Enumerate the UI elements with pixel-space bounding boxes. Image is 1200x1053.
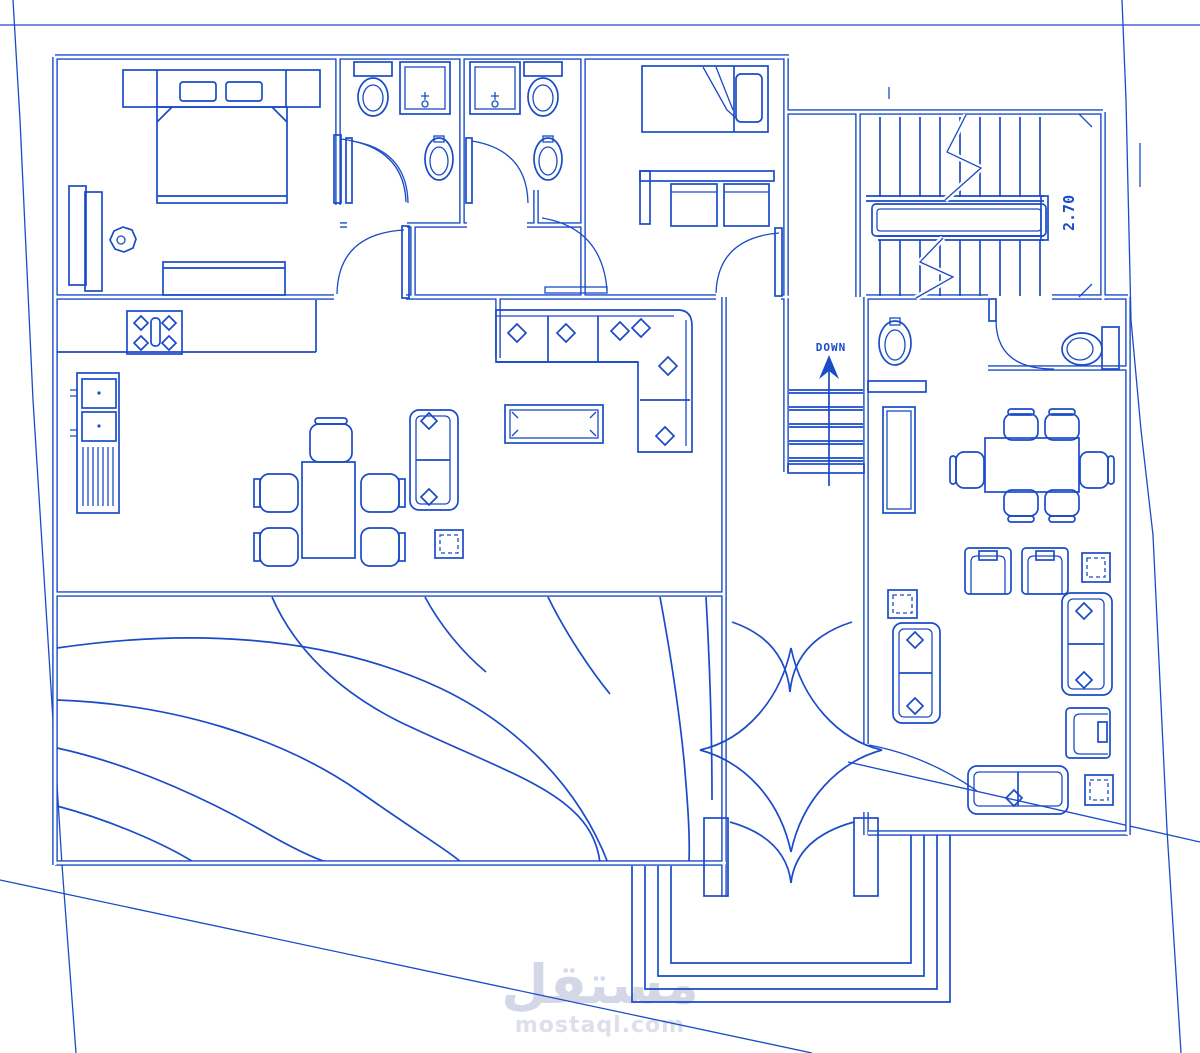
terrace-garden-contours: [56, 596, 713, 864]
dresser: [162, 261, 286, 296]
loveseat-sofa: [409, 409, 459, 511]
entrance-tree: [699, 647, 883, 853]
watermark-latin-text: mostaql.com: [515, 1013, 685, 1038]
dining-chair: [1079, 451, 1115, 489]
door-bedroom-2: [715, 227, 783, 297]
watermark: مستقل mostaql.com: [501, 953, 699, 1038]
entrance-post-right: [853, 817, 879, 897]
washbasin-icon: [533, 135, 563, 181]
sofa-two-seat: [892, 622, 941, 724]
boundary-right-line: [1121, 0, 1182, 1053]
dining-chair: [1003, 489, 1039, 523]
staircase-main: 2.70: [866, 113, 1093, 301]
entrance: [631, 621, 951, 1003]
stair-stringer-inner: [876, 208, 1042, 232]
walls-inner: [53, 55, 1130, 897]
dining-chair: [1044, 489, 1080, 523]
porch-steps: [631, 835, 951, 1003]
stair-break-lower: [915, 237, 955, 299]
stair-stringer-outer: [871, 203, 1047, 237]
stair-newel: [1040, 195, 1049, 241]
stove-icon: [126, 310, 183, 355]
down-stair-treads: [789, 389, 863, 462]
boundary-diagonal-southeast: [847, 761, 1200, 843]
door-bathroom-2: [465, 137, 529, 204]
wardrobe: [68, 185, 103, 292]
coffee-table: [504, 404, 604, 444]
stairs-down-hall: DOWN: [787, 341, 865, 486]
bedroom-1: [68, 69, 321, 296]
down-stair-landing: [787, 463, 865, 474]
dining-room: [949, 408, 1115, 523]
desk: [639, 170, 775, 227]
sofa-two-seat: [1061, 592, 1113, 696]
dining-chair: [1044, 408, 1080, 441]
entrance-double-door-upper: [731, 621, 853, 693]
kitchen: [57, 300, 406, 567]
living-room: [409, 309, 693, 559]
armchair: [1021, 547, 1069, 595]
stair-height-label: 2.70: [1060, 195, 1078, 231]
boundary-diagonal-southwest: [0, 879, 813, 1053]
stair-treads-lower: [879, 240, 1041, 296]
counter-edge: [57, 300, 317, 353]
corridor-doors: [333, 134, 608, 299]
washbasin-icon: [878, 317, 912, 366]
shower-tray-icon: [469, 61, 521, 115]
stair-rails: [866, 195, 1044, 241]
door-bathroom-1: [345, 137, 409, 204]
kitchen-chair: [253, 473, 299, 513]
side-table: [887, 589, 918, 619]
bathroom-2: [465, 61, 563, 204]
single-bed: [641, 65, 769, 133]
entrance-double-door-lower: [729, 821, 855, 884]
dining-chair: [1003, 408, 1039, 441]
kitchen-chair: [253, 527, 299, 567]
kitchen-table: [301, 461, 356, 559]
shower-tray-icon: [399, 61, 451, 115]
boundary-left-line: [12, 0, 77, 1053]
door-bedroom-1-hall: [333, 134, 407, 204]
sink-unit-icon: [70, 372, 120, 514]
kitchen-chair: [360, 473, 406, 513]
dining-chair: [949, 451, 985, 489]
direction-arrow-head: [819, 355, 839, 379]
double-bed: [122, 69, 321, 204]
stair-break-mask-upper: [942, 113, 987, 203]
side-table: [1081, 552, 1111, 583]
door-wc: [988, 298, 1055, 370]
bathroom-1: [345, 61, 454, 204]
hall-cabinet: [882, 406, 916, 514]
toilet-icon: [523, 61, 563, 117]
plant-pot: [109, 226, 137, 253]
door-living-room: [541, 217, 608, 294]
washbasin-icon: [424, 135, 454, 181]
door-sitting-room-arc: [868, 744, 978, 792]
stair-break-upper: [944, 114, 983, 201]
side-table: [1084, 774, 1114, 806]
stair-corner-ticks: [1078, 113, 1093, 298]
hall-ledge: [867, 380, 927, 393]
side-table: [434, 529, 464, 559]
bedroom-2: [639, 65, 783, 297]
door-kitchen: [336, 225, 410, 299]
dining-table: [984, 437, 1080, 493]
building-walls: [52, 54, 1131, 897]
toilet-icon: [1061, 326, 1120, 370]
corner-sofa: [495, 309, 693, 453]
kitchen-chair: [309, 417, 353, 463]
toilet-icon: [353, 61, 393, 117]
down-label: DOWN: [816, 341, 847, 354]
entrance-post-left: [703, 817, 729, 897]
wc-room: [867, 298, 1120, 514]
sofa-horizontal: [967, 765, 1069, 815]
armchair: [1065, 707, 1111, 759]
kitchen-chair: [360, 527, 406, 567]
sitting-room: [868, 547, 1114, 815]
armchair: [964, 547, 1012, 595]
watermark-arabic-text: مستقل: [501, 953, 699, 1016]
